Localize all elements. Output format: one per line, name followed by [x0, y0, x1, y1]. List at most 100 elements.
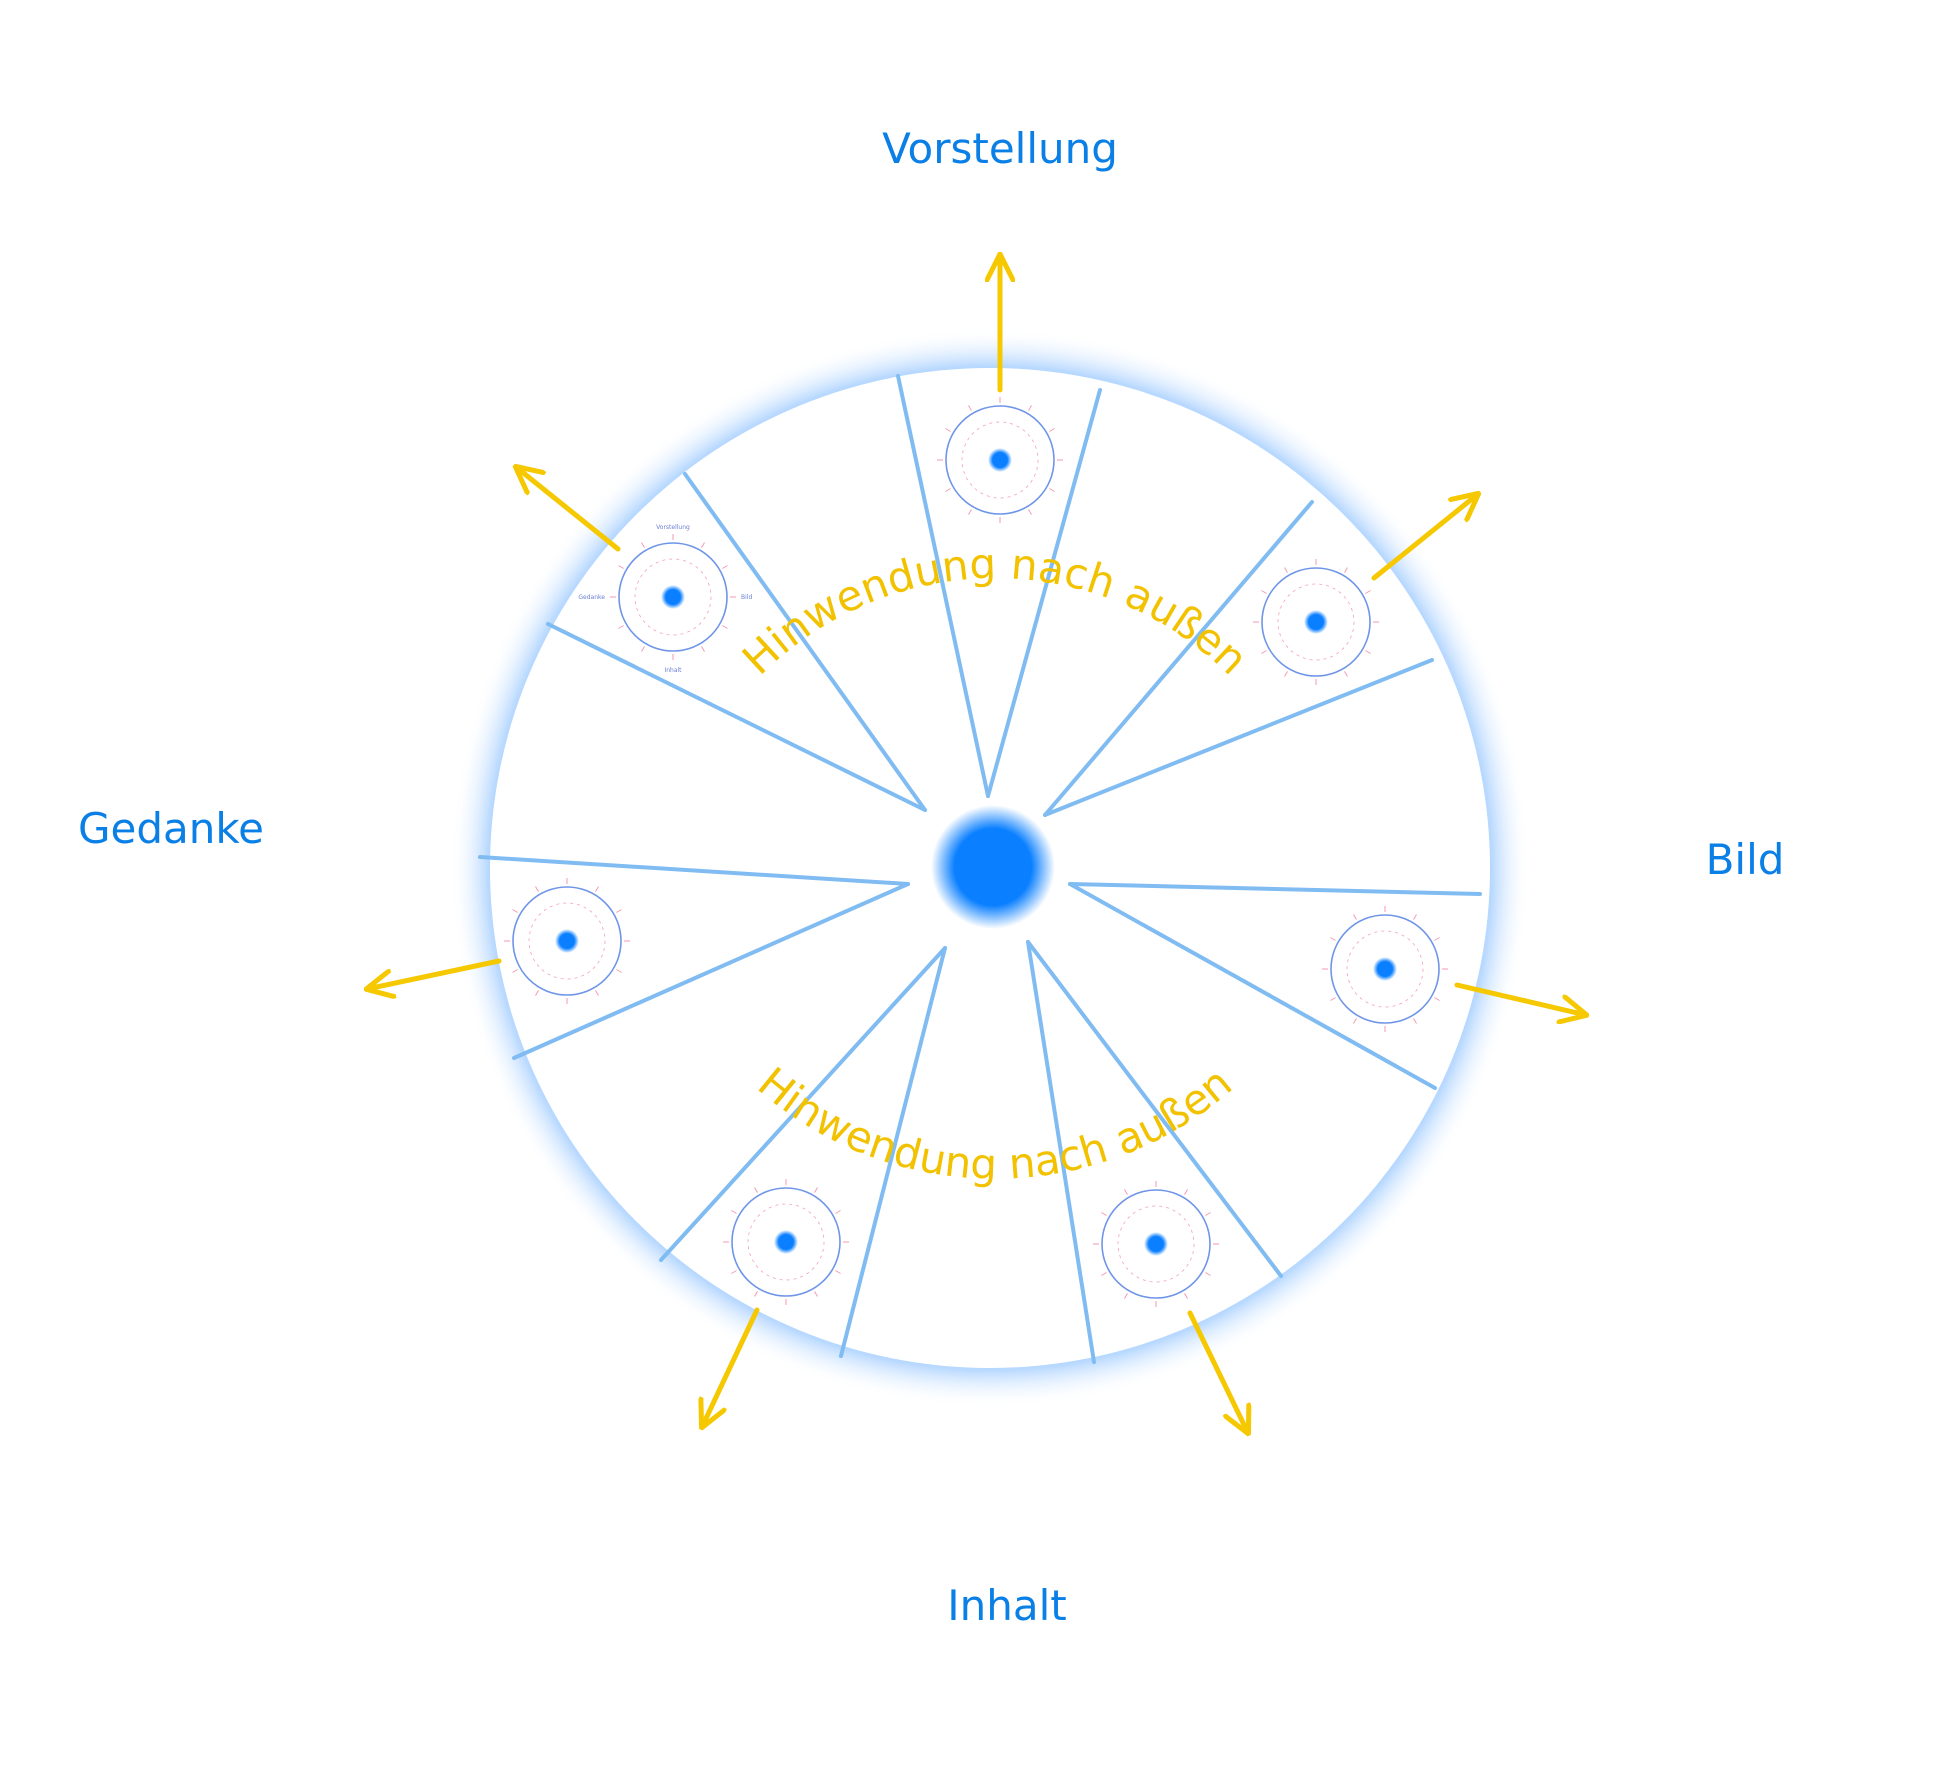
spoke-line — [1068, 882, 1437, 1090]
mini-diagram — [937, 397, 1063, 523]
mini-tick — [754, 1291, 758, 1297]
mini-label-top: Vorstellung — [656, 524, 690, 531]
mini-diagram — [723, 1179, 849, 1305]
label-inhalt: Inhalt — [947, 1581, 1067, 1630]
mini-tick — [701, 646, 705, 652]
mini-tick — [814, 1291, 818, 1297]
mini-ring — [618, 542, 728, 652]
mini-tick — [1184, 1293, 1188, 1299]
mini-tick — [1049, 428, 1055, 432]
mini-tick — [1365, 590, 1371, 594]
mini-tick — [814, 1187, 818, 1193]
mini-ring — [1261, 567, 1371, 677]
mini-tick — [835, 1270, 841, 1274]
mini-center-dot — [774, 1230, 798, 1254]
spoke-line — [659, 946, 947, 1262]
mini-diagram — [1093, 1181, 1219, 1307]
mini-tick — [1413, 1018, 1417, 1024]
mini-ring — [945, 405, 1055, 515]
mini-tick — [945, 428, 951, 432]
outward-arrow — [1454, 982, 1586, 1015]
spoke-line — [478, 855, 910, 886]
mini-tick — [1261, 590, 1267, 594]
mini-tick — [1344, 567, 1348, 573]
outward-arrow — [1371, 494, 1478, 581]
mini-tick — [1434, 937, 1440, 941]
spokes — [478, 374, 1482, 1364]
mini-center-dot — [988, 448, 1012, 472]
outward-arrow — [1187, 1310, 1248, 1433]
outward-arrow — [516, 467, 621, 552]
mini-tick — [754, 1187, 758, 1193]
mini-tick — [1434, 997, 1440, 1001]
mini-tick — [1344, 671, 1348, 677]
mini-tick — [641, 646, 645, 652]
mini-tick — [1049, 488, 1055, 492]
mini-center-dot — [1304, 610, 1328, 634]
mini-tick — [701, 542, 705, 548]
spoke-line — [1043, 500, 1314, 817]
mini-tick — [1101, 1272, 1107, 1276]
mini-tick — [1028, 405, 1032, 411]
mini-ring — [1330, 914, 1440, 1024]
mini-tick — [1184, 1189, 1188, 1195]
mini-inner-ring — [634, 558, 712, 636]
mini-inner-ring — [1346, 930, 1424, 1008]
mini-tick — [835, 1210, 841, 1214]
spoke-line — [546, 622, 927, 812]
mini-tick — [1330, 997, 1336, 1001]
mini-inner-ring — [1277, 583, 1355, 661]
mini-tick — [1101, 1212, 1107, 1216]
mini-tick — [1205, 1272, 1211, 1276]
mini-tick — [968, 509, 972, 515]
mini-tick — [641, 542, 645, 548]
mini-tick — [616, 969, 622, 973]
mini-tick — [722, 565, 728, 569]
mini-tick — [731, 1210, 737, 1214]
mini-tick — [731, 1270, 737, 1274]
spoke-line — [512, 882, 910, 1060]
mini-tick — [1353, 1018, 1357, 1024]
mini-tick — [535, 886, 539, 892]
mini-label-right: Bild — [741, 594, 752, 601]
mini-tick — [512, 969, 518, 973]
mini-inner-ring — [1117, 1205, 1195, 1283]
mini-tick — [1205, 1212, 1211, 1216]
mini-tick — [1124, 1189, 1128, 1195]
mini-tick — [1413, 914, 1417, 920]
spoke-line — [1026, 940, 1096, 1364]
mini-center-dot — [1373, 957, 1397, 981]
mini-tick — [968, 405, 972, 411]
mini-tick — [1261, 650, 1267, 654]
mini-center-dot — [555, 929, 579, 953]
spoke-line — [986, 388, 1102, 798]
mini-tick — [1028, 509, 1032, 515]
label-gedanke: Gedanke — [78, 804, 264, 853]
mini-ring — [512, 886, 622, 996]
spoke-line — [1043, 658, 1434, 817]
mini-diagram — [504, 878, 630, 1004]
outward-arrow — [367, 958, 502, 989]
mini-ring — [1101, 1189, 1211, 1299]
spoke-line — [896, 374, 990, 798]
mini-tick — [1365, 650, 1371, 654]
mini-inner-ring — [961, 421, 1039, 499]
mini-tick — [618, 625, 624, 629]
mini-tick — [595, 886, 599, 892]
mini-center-dot — [661, 585, 685, 609]
mini-inner-ring — [747, 1203, 825, 1281]
mini-ring — [731, 1187, 841, 1297]
spoke-line — [683, 472, 927, 812]
mini-center-dot — [1144, 1232, 1168, 1256]
outward-arrows — [367, 255, 1586, 1433]
mini-tick — [945, 488, 951, 492]
spoke-line — [1068, 882, 1482, 896]
mini-inner-ring — [528, 902, 606, 980]
mini-tick — [535, 990, 539, 996]
label-vorstellung: Vorstellung — [882, 124, 1118, 173]
mini-tick — [1353, 914, 1357, 920]
mini-tick — [722, 625, 728, 629]
